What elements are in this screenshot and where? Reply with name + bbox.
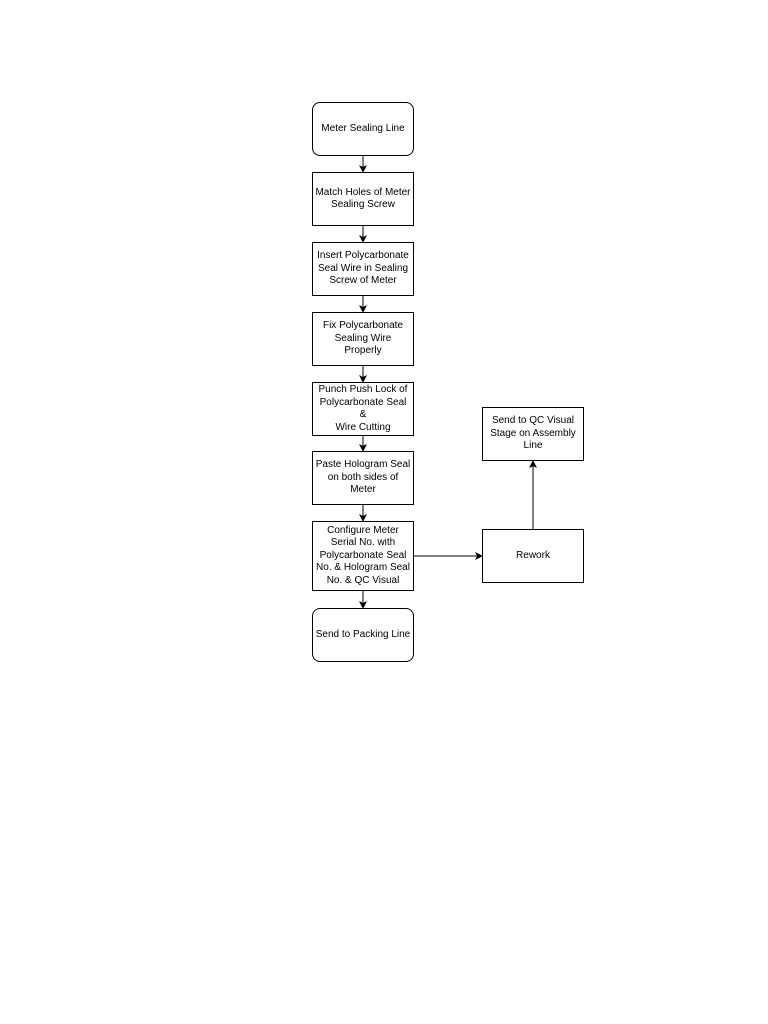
node-send-to-packing-line: Send to Packing Line (312, 608, 414, 662)
node-label: Rework (516, 549, 550, 561)
node-punch-push-lock: Punch Push Lock of Polycarbonate Seal & … (312, 382, 414, 436)
node-insert-seal-wire: Insert Polycarbonate Seal Wire in Sealin… (312, 242, 414, 296)
node-label: Send to QC Visual Stage on Assembly Line (490, 415, 576, 452)
node-paste-hologram-seal: Paste Hologram Seal on both sides of Met… (312, 451, 414, 505)
node-label: Send to Packing Line (315, 628, 411, 640)
node-fix-sealing-wire: Fix Polycarbonate Sealing Wire Properly (312, 312, 414, 366)
node-send-to-qc-visual: Send to QC Visual Stage on Assembly Line (482, 407, 584, 461)
node-configure-serial: Configure Meter Serial No. with Polycarb… (312, 521, 414, 591)
node-label: Punch Push Lock of Polycarbonate Seal & … (318, 384, 408, 433)
node-label: Insert Polycarbonate Seal Wire in Sealin… (317, 250, 409, 287)
node-label: Meter Sealing Line (321, 122, 405, 134)
node-meter-sealing-line: Meter Sealing Line (312, 102, 414, 156)
node-label: Paste Hologram Seal on both sides of Met… (315, 459, 411, 496)
node-match-holes: Match Holes of Meter Sealing Screw (312, 172, 414, 226)
node-label: Configure Meter Serial No. with Polycarb… (316, 524, 410, 586)
node-label: Match Holes of Meter Sealing Screw (315, 186, 411, 211)
node-label: Fix Polycarbonate Sealing Wire Properly (322, 320, 404, 357)
node-rework: Rework (482, 529, 584, 583)
